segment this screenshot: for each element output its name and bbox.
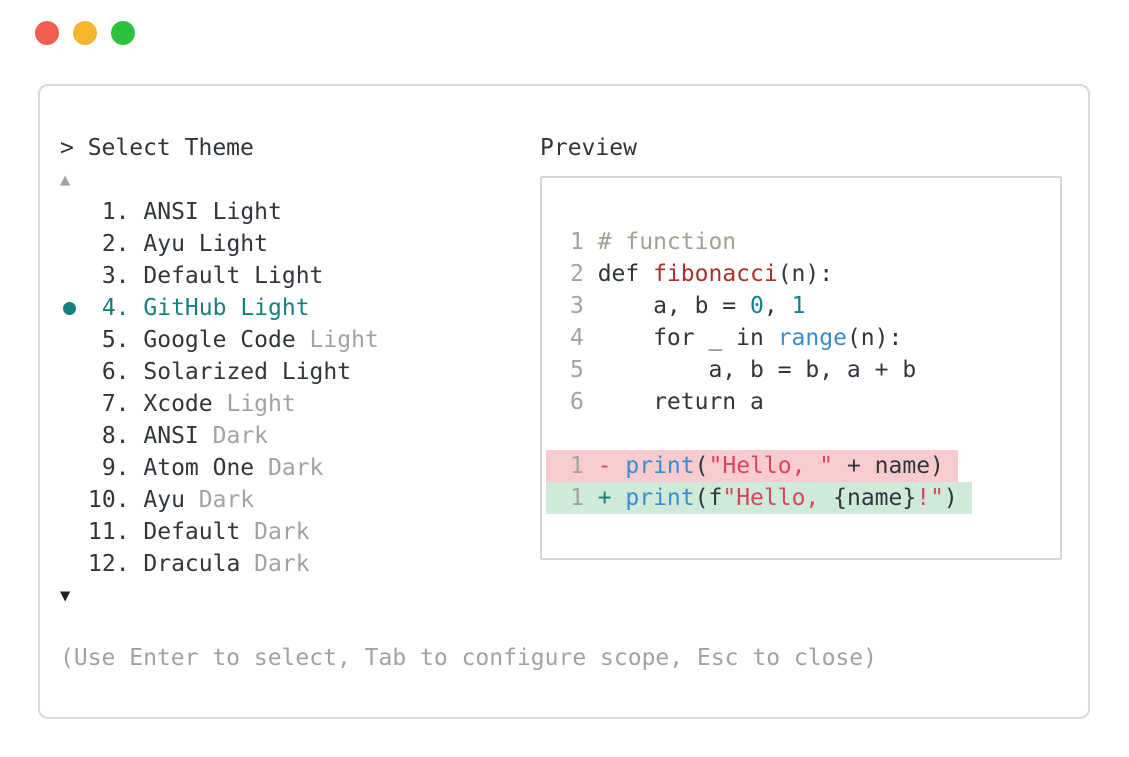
theme-item-number: 12. [88,551,130,577]
theme-item-variant: Light [240,295,310,321]
line-number: 2 [570,261,584,287]
theme-item-label: Dracula [143,551,255,577]
theme-item-xcode-light[interactable]: 7. Xcode Light [60,388,540,420]
theme-item-number: 5. [101,327,130,353]
code-line: 6 return a [546,386,778,418]
line-number: 1 [570,485,584,511]
theme-item-number: 3. [101,263,130,289]
theme-item-variant: Dark [268,455,324,481]
line-number: 1 [570,453,584,479]
theme-item-number: 10. [88,487,130,513]
theme-item-number: 6. [101,359,130,385]
theme-item-number: 4. [101,295,130,321]
theme-item-label: ANSI [143,199,213,225]
line-number: 6 [570,389,584,415]
diff-removed-line: 1- print("Hello, " + name) [546,450,958,482]
scroll-up-icon[interactable]: ▲ [60,170,71,190]
theme-item-ansi-dark[interactable]: 8. ANSI Dark [60,420,540,452]
close-button[interactable] [35,21,59,45]
theme-item-variant: Light [309,327,379,353]
window-controls [35,21,135,45]
code-line: 3 a, b = 0, 1 [546,290,819,322]
theme-item-number: 8. [101,423,130,449]
theme-item-variant: Light [226,391,296,417]
theme-item-label: Solarized [143,359,282,385]
theme-item-variant: Dark [212,423,269,449]
selected-indicator [63,301,76,315]
theme-item-variant: Light [254,263,324,289]
theme-item-variant: Light [212,199,282,225]
minimize-button[interactable] [73,21,97,45]
theme-item-google-code-light[interactable]: 5. Google Code Light [60,324,540,356]
theme-item-atom-one-dark[interactable]: 9. Atom One Dark [60,452,540,484]
theme-item-number: 9. [101,455,130,481]
picker-title: > Select Theme [60,135,254,161]
theme-item-label: Ayu [143,231,199,257]
theme-item-ansi-light[interactable]: 1. ANSI Light [60,196,540,228]
theme-item-default-dark[interactable]: 11. Default Dark [60,516,540,548]
theme-item-label: Google Code [143,327,310,353]
theme-item-label: Xcode [143,391,227,417]
theme-item-ayu-dark[interactable]: 10. Ayu Dark [60,484,540,516]
theme-item-number: 7. [101,391,130,417]
theme-item-variant: Dark [254,551,310,577]
theme-item-github-light[interactable]: 4. GitHub Light [60,292,540,324]
diff-added-line: 1+ print(f"Hello, {name}!") [546,482,972,514]
theme-item-label: ANSI [143,423,213,449]
theme-item-label: Default [143,519,255,545]
preview-title: Preview [540,135,637,161]
theme-item-variant: Dark [254,519,310,545]
theme-item-number: 1. [101,199,130,225]
code-line: 1# function [546,226,750,258]
line-number: 5 [570,357,584,383]
theme-item-variant: Light [198,231,269,257]
theme-item-default-light[interactable]: 3. Default Light [60,260,540,292]
theme-item-label: Atom One [143,455,268,481]
theme-item-label: Default [143,263,255,289]
code-line: 4 for _ in range(n): [546,322,916,354]
line-number: 1 [570,229,584,255]
theme-item-number: 2. [101,231,130,257]
line-number: 3 [570,293,584,319]
theme-item-variant: Light [281,359,352,385]
theme-item-label: GitHub [143,295,241,321]
help-text: (Use Enter to select, Tab to configure s… [60,645,877,671]
zoom-button[interactable] [111,21,135,45]
code-line: 5 a, b = b, a + b [546,354,930,386]
theme-item-solarized-light[interactable]: 6. Solarized Light [60,356,540,388]
theme-item-ayu-light[interactable]: 2. Ayu Light [60,228,540,260]
code-line [546,418,612,450]
theme-item-variant: Dark [198,487,255,513]
theme-item-number: 11. [88,519,130,545]
theme-item-label: Ayu [143,487,199,513]
theme-item-dracula-dark[interactable]: 12. Dracula Dark [60,548,540,580]
scroll-down-icon[interactable]: ▼ [60,586,71,606]
line-number: 4 [570,325,584,351]
